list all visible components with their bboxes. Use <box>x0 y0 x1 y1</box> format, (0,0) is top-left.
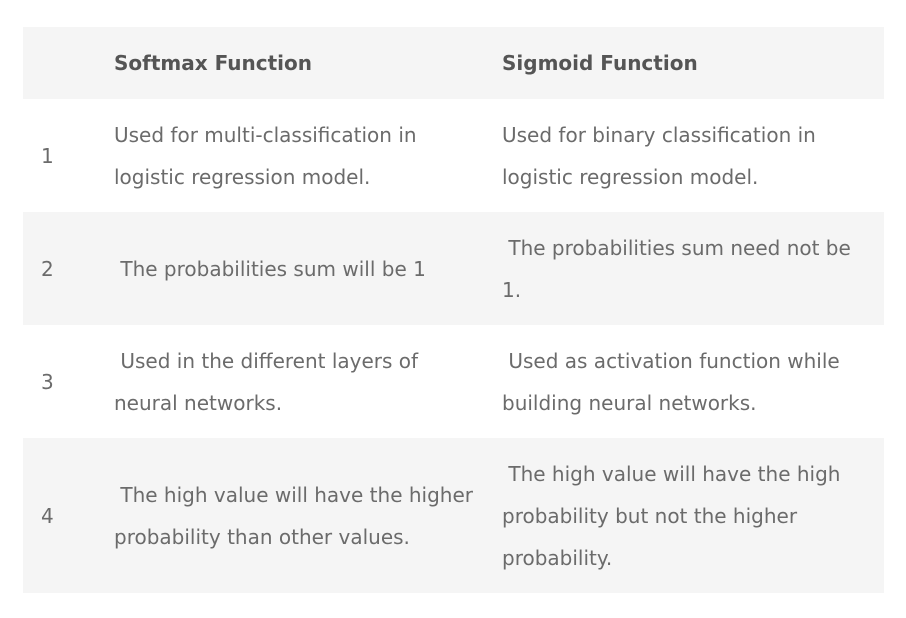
table-row: 3 Used in the different layers of neural… <box>23 325 884 438</box>
softmax-cell: The high value will have the higher prob… <box>114 482 480 549</box>
row-number: 3 <box>41 369 54 394</box>
header-softmax: Softmax Function <box>114 51 312 75</box>
row-number: 4 <box>41 503 54 528</box>
sigmoid-cell: The probabilities sum need not be 1. <box>502 235 858 302</box>
row-number: 2 <box>41 256 54 281</box>
softmax-cell: Used for multi-classification in logisti… <box>114 122 423 189</box>
header-sigmoid: Sigmoid Function <box>502 51 698 75</box>
table-row: 4 The high value will have the higher pr… <box>23 438 884 593</box>
table-row: 2 The probabilities sum will be 1 The pr… <box>23 212 884 325</box>
comparison-table-container: Softmax Function Sigmoid Function 1 Used… <box>23 27 884 593</box>
table-header-row: Softmax Function Sigmoid Function <box>23 27 884 99</box>
softmax-vs-sigmoid-table: Softmax Function Sigmoid Function 1 Used… <box>23 27 884 593</box>
table-row: 1 Used for multi-classification in logis… <box>23 99 884 212</box>
softmax-cell: The probabilities sum will be 1 <box>114 256 426 281</box>
sigmoid-cell: Used as activation function while buildi… <box>502 348 847 415</box>
softmax-cell: Used in the different layers of neural n… <box>114 348 425 415</box>
sigmoid-cell: The high value will have the high probab… <box>502 461 847 570</box>
row-number: 1 <box>41 143 54 168</box>
sigmoid-cell: Used for binary classification in logist… <box>502 122 823 189</box>
header-number <box>23 27 114 99</box>
